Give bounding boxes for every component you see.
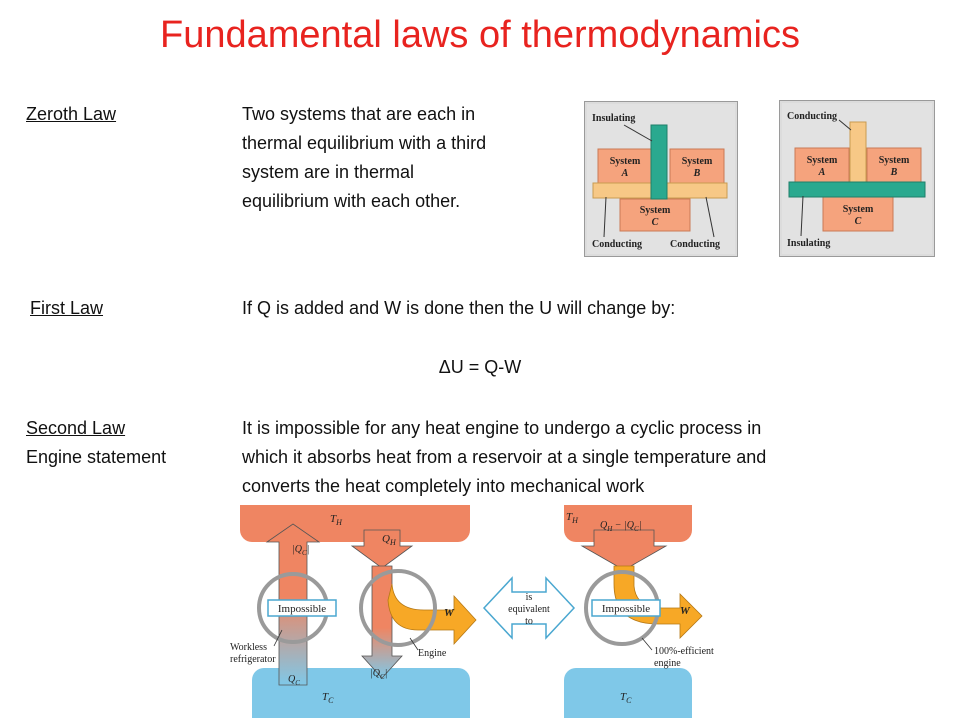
zeroth-figure-a: Insulating System A System B System C Co… xyxy=(583,100,739,262)
fig-a-conducting-right: Conducting xyxy=(670,239,720,250)
th-label-left: TH xyxy=(330,513,343,527)
work-arrow-left xyxy=(387,583,477,646)
qc-label-top: |QC| xyxy=(292,544,309,557)
circle-engine xyxy=(359,569,437,647)
workless-label-2: refrigerator xyxy=(230,654,276,665)
fig-b-label-b: B xyxy=(890,167,898,178)
qc-label-bottom-left: QC xyxy=(288,674,300,687)
second-line-3: converts the heat completely into mechan… xyxy=(242,476,645,496)
equivalent-text-1: is xyxy=(526,592,533,603)
zeroth-law-label: Zeroth Law xyxy=(26,104,117,124)
fig-a-insulating: Insulating xyxy=(592,113,635,124)
tc-label-left: TC xyxy=(322,691,334,705)
w-label-left: W xyxy=(444,607,455,619)
fig-a-label-c: C xyxy=(652,217,659,228)
fig-a-label-b: B xyxy=(693,168,701,179)
fig-a-system-b: System xyxy=(682,156,713,167)
fig-b-system-b: System xyxy=(879,155,910,166)
first-law-equation: ΔU = Q-W xyxy=(438,357,522,377)
engine-statement-label: Engine statement xyxy=(26,447,167,467)
second-law-label: Second Law xyxy=(26,418,126,438)
fig-b-insulating: Insulating xyxy=(787,238,830,249)
w-label-right: W xyxy=(680,605,691,617)
impossible-label-right: Impossible xyxy=(602,603,650,615)
equivalent-arrow xyxy=(482,576,576,640)
zeroth-line-4: equilibrium with each other. xyxy=(242,191,461,211)
fig-b-label-a: A xyxy=(818,167,826,178)
zeroth-figure-b: Conducting System A System B System C In… xyxy=(778,99,936,262)
second-line-1: It is impossible for any heat engine to … xyxy=(242,418,762,438)
first-law-label: First Law xyxy=(30,298,104,318)
zeroth-law-text: Two systems that are each in thermal equ… xyxy=(242,100,486,216)
tc-label-right: TC xyxy=(620,691,632,705)
zeroth-line-3: system are in thermal xyxy=(242,162,415,182)
zeroth-line-2: thermal equilibrium with a third xyxy=(242,133,487,153)
qh-minus-qc-label: QH − |QC| xyxy=(600,520,641,533)
page-title: Fundamental laws of thermodynamics xyxy=(160,14,800,56)
second-line-2: which it absorbs heat from a reservoir a… xyxy=(242,447,767,467)
fig-b-system-c: System xyxy=(843,204,874,215)
efficient-engine-label-1: 100%-efficient xyxy=(654,646,714,657)
second-law-figure: Impossible TH |QC| QH QC |QC| TC W Workl… xyxy=(222,500,762,723)
impossible-label-left: Impossible xyxy=(278,603,326,615)
qh-arrow xyxy=(350,529,414,569)
fig-b-conducting: Conducting xyxy=(787,111,837,122)
fig-a-system-a: System xyxy=(610,156,641,167)
fig-b-system-a: System xyxy=(807,155,838,166)
cold-reservoir-right xyxy=(564,668,692,720)
efficient-engine-label-2: engine xyxy=(654,658,681,669)
th-label-right: TH xyxy=(566,511,579,525)
workless-label-1: Workless xyxy=(230,642,267,653)
fig-a-label-a: A xyxy=(621,168,629,179)
fig-a-system-c: System xyxy=(640,205,671,216)
zeroth-line-1: Two systems that are each in xyxy=(242,104,476,124)
first-law-text: If Q is added and W is done then the U w… xyxy=(242,298,676,318)
qc-label-bottom-right: |QC| xyxy=(370,668,387,681)
qh-label-left: QH xyxy=(382,533,397,547)
engine-label: Engine xyxy=(418,648,447,659)
fig-b-label-c: C xyxy=(855,216,862,227)
qh-minus-qc-arrow xyxy=(580,529,668,571)
second-law-text: It is impossible for any heat engine to … xyxy=(242,414,766,501)
equivalent-text-3: to xyxy=(525,616,533,627)
fig-a-conducting-left: Conducting xyxy=(592,239,642,250)
equivalent-text-2: equivalent xyxy=(508,604,550,615)
